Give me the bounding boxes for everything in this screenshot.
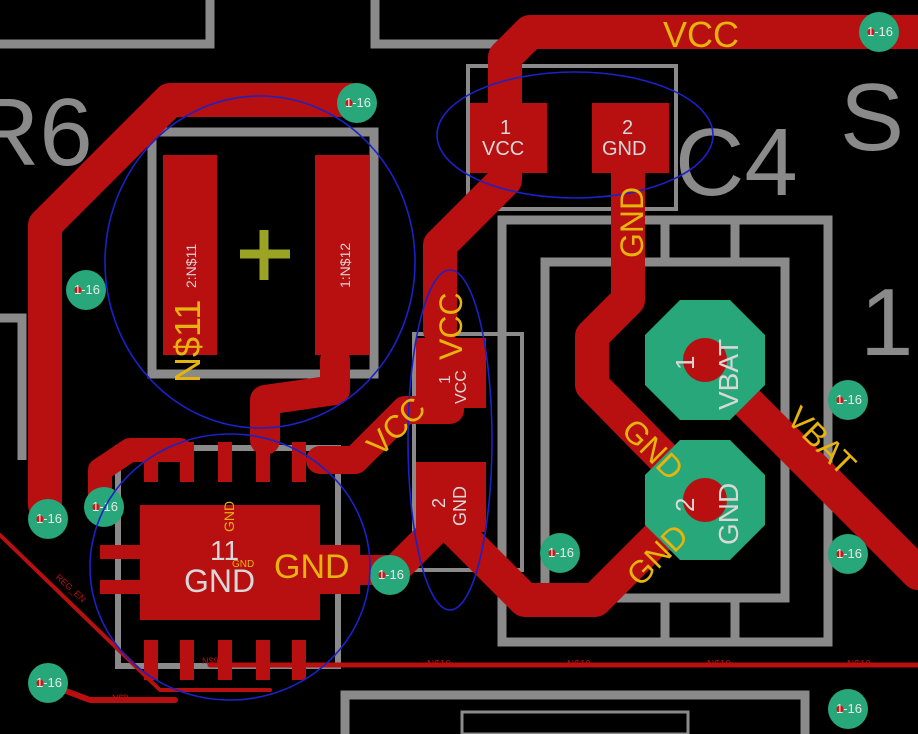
- smd-pads: [100, 103, 669, 680]
- trace-gnd-cap: [438, 473, 722, 617]
- inductor-pad-2-label: 2:N$11: [183, 244, 199, 288]
- cap-pad-2: [416, 462, 486, 532]
- highlight-ring-c4: [436, 71, 714, 199]
- via-5: [28, 499, 68, 539]
- highlight-ring-cap: [407, 269, 493, 611]
- net-label-n10-d: N$10: [847, 659, 871, 670]
- via-drill-6: [378, 571, 386, 579]
- via-1: [859, 12, 899, 52]
- via-label-6: 1-16: [378, 567, 404, 582]
- via-drill-9: [836, 550, 844, 558]
- silk-outline-left: [0, 313, 27, 460]
- trace-gnd-c4: [575, 143, 717, 512]
- ic-pin-gnd-small-label: GND: [232, 559, 254, 570]
- inductor-pad-2: [163, 155, 217, 355]
- cap-pad-1-net: VCC: [453, 370, 470, 404]
- via-drill-10: [836, 705, 844, 713]
- cap-pad-1: [416, 338, 486, 408]
- inductor-origin-icon: [240, 230, 290, 280]
- net-label-n10-c: N$10: [707, 659, 731, 670]
- via-label-7: 1-16: [548, 545, 574, 560]
- ic-pin-gnd-label: GND: [221, 501, 237, 532]
- via-drill-3: [74, 286, 82, 294]
- via-2: [337, 83, 377, 123]
- silk-r6-label: R6: [0, 79, 93, 186]
- connector-pad-2-number: 2: [670, 498, 700, 512]
- trace-left-loop: [28, 83, 372, 522]
- via-drill-1: [867, 28, 875, 36]
- via-7: [540, 533, 580, 573]
- net-label-gnd-c4: GND: [614, 187, 650, 258]
- net-label-n10-b: N$10: [567, 659, 591, 670]
- trace-l1: [250, 345, 350, 455]
- via-drill-7: [548, 549, 556, 557]
- silk-c4-label: C4: [675, 109, 798, 216]
- c4-pad-1: [470, 103, 547, 173]
- highlight-ring-ic: [89, 433, 371, 701]
- trace-vcc-diag: [306, 396, 464, 474]
- via-4: [84, 487, 124, 527]
- via-label-1: 1-16: [867, 24, 893, 39]
- via-label-10: 1-16: [836, 701, 862, 716]
- via-drill-11: [36, 679, 44, 687]
- cap-outline: [412, 332, 524, 572]
- via-label-2: 1-16: [345, 95, 371, 110]
- silk-s-label: S: [840, 64, 904, 171]
- silkscreen-layer: [0, 0, 833, 734]
- via-11: [28, 663, 68, 703]
- c4-outline: [466, 64, 678, 211]
- via-label-11: 1-16: [36, 675, 62, 690]
- cap-pad-2-net: GND: [450, 486, 470, 526]
- via-10: [828, 689, 868, 729]
- via-label-9: 1-16: [836, 546, 862, 561]
- net-label-n9-a: N$9: [202, 656, 219, 666]
- via-9: [828, 534, 868, 574]
- vias-layer: 1-16 1-16 1-16 1-16 1-16 1-16 1-16 1-16 1-16 1-16…: [28, 12, 899, 729]
- silk-one-label: 1: [860, 269, 913, 376]
- net-label-vcc-top: VCC: [663, 14, 739, 55]
- inductor-pad-1: [315, 155, 369, 355]
- trace-reg-en: [0, 533, 272, 692]
- via-label-3: 1-16: [74, 282, 100, 297]
- ic-center-pad-number: 11: [210, 535, 239, 566]
- c4-pad-2-number: 2: [622, 117, 633, 139]
- c4-pad-2-net: GND: [602, 138, 646, 160]
- via-drill-8: [836, 396, 844, 404]
- ic-center-pad: [140, 505, 320, 620]
- highlight-ring-inductor: [104, 95, 416, 429]
- silk-outline-top-left: [0, 0, 215, 49]
- net-label-gnd-ic: GND: [274, 548, 350, 586]
- inductor-pad-1-label: 1:N$12: [337, 243, 353, 288]
- via-6: [370, 555, 410, 595]
- net-label-n11: N$11: [167, 300, 208, 383]
- net-label-n10-a: N$10: [427, 659, 451, 670]
- via-drill-4: [92, 503, 100, 511]
- cap-pad-2-number: 2: [429, 498, 449, 508]
- cap-pad-1-number: 1: [437, 375, 454, 384]
- via-3: [66, 270, 106, 310]
- net-label-n9-b: N$9: [112, 693, 129, 703]
- c4-pad-1-net: VCC: [482, 138, 524, 160]
- c4-pad-1-number: 1: [500, 117, 511, 139]
- via-label-5: 1-16: [36, 511, 62, 526]
- connector-pads: [645, 300, 765, 560]
- connector-pad-1-net: VBAT: [713, 339, 744, 410]
- ic-center-pad-net: GND: [184, 563, 255, 599]
- highlight-rings: [89, 71, 714, 701]
- via-drill-5: [36, 515, 44, 523]
- silk-outline-bottom: [340, 690, 810, 734]
- via-drill-2: [345, 99, 353, 107]
- connector-pad-1-number: 1: [670, 356, 700, 370]
- net-label-vcc-mid: VCC: [433, 292, 469, 360]
- via-label-8: 1-16: [836, 392, 862, 407]
- via-8: [828, 380, 868, 420]
- connector-pad-2-net: GND: [713, 483, 744, 545]
- c4-pad-2: [592, 103, 669, 173]
